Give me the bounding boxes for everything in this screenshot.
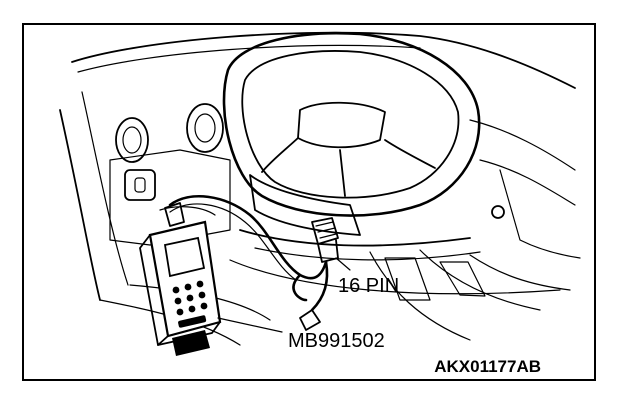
steering-wheel: [222, 31, 481, 217]
scan-tool: [139, 202, 222, 356]
adapter-cable: [168, 194, 329, 331]
vent-center-icon: [186, 103, 224, 153]
tool-part-number-label: MB991502: [288, 330, 385, 352]
scan-tool-keypad: [172, 280, 208, 328]
vent-left-icon: [115, 117, 149, 163]
figure-id-label: AKX01177AB: [434, 357, 541, 376]
leader-tool: [217, 317, 283, 333]
connector-pins-label: 16 PIN: [338, 275, 399, 297]
leader-connector: [335, 257, 351, 271]
diagnostic-connector-16pin: [311, 217, 339, 263]
figure-frame: [22, 23, 596, 381]
scan-tool-screen: [163, 236, 206, 278]
dashboard-drawing: [59, 31, 581, 346]
